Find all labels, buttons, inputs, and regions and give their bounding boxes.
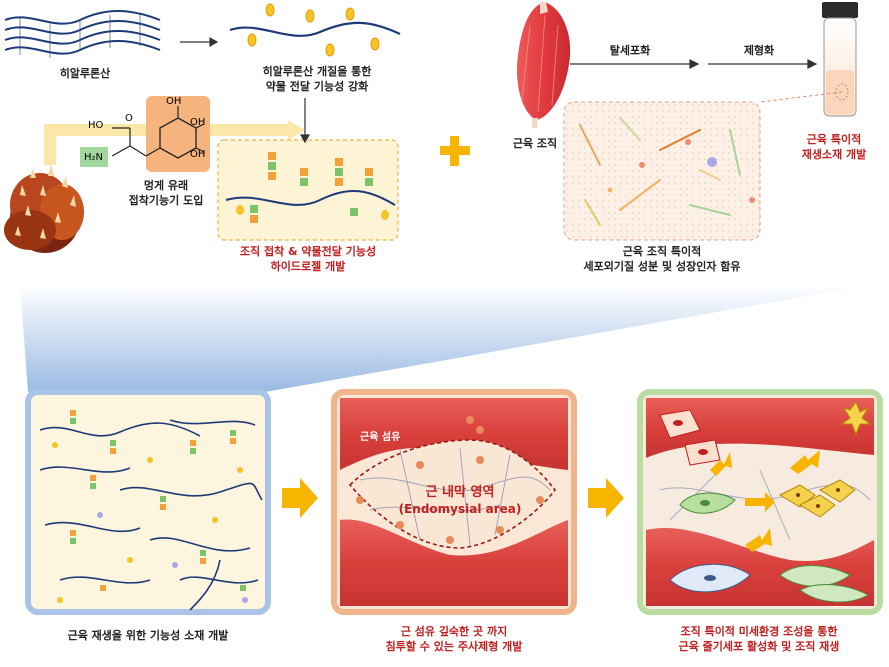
molecule-ho: HO [88, 120, 104, 131]
hydrogel-box [217, 139, 399, 241]
label-muscle-tissue: 근육 조직 [512, 137, 558, 150]
label-muscle-fiber: 근육 섬유 [360, 432, 401, 443]
caption-panel1: 근육 재생을 위한 기능성 소재 개발 [67, 629, 229, 642]
label-specific-line1: 근육 특이적 [806, 133, 862, 146]
label-specific-material: 근육 특이적 재생소재 개발 [784, 132, 884, 162]
label-hydrogel-line2: 하이드로젤 개발 [270, 260, 346, 273]
label-mussel-line2: 접착기능기 도입 [128, 194, 204, 207]
caption-panel3-line1: 조직 특이적 미세환경 조성을 통한 [680, 625, 838, 638]
molecule-oh2: OH [190, 117, 206, 128]
caption-panel3-line2: 근육 줄기세포 활성화 및 조직 재생 [678, 640, 840, 653]
arrow-icon [180, 36, 219, 48]
pendant-group-icon [70, 410, 246, 591]
arrow-icon [299, 98, 311, 144]
molecule-oh3: OH [190, 149, 206, 160]
label-endomysial-ko: 근 내막 영역 [425, 485, 495, 500]
molecule-oh1: OH [166, 96, 182, 107]
label-specific-line2: 재생소재 개발 [801, 148, 867, 161]
catechol-molecule-icon [80, 96, 210, 172]
caption-panel2-line2: 침투할 수 있는 주사제형 개발 [385, 640, 523, 653]
label-hydrogel: 조직 접착 & 약물전달 기능성 하이드로젤 개발 [208, 244, 408, 274]
label-hydrogel-line1: 조직 접착 & 약물전달 기능성 [239, 245, 377, 258]
caption-panel2-line1: 근 섬유 깊숙한 곳 까지 [400, 625, 508, 638]
label-ecm: 근육 조직 특이적 세포외기질 성분 및 성장인자 함유 [552, 244, 772, 274]
stem-cell-icon [669, 400, 872, 603]
caption-panel2: 근 섬유 깊숙한 곳 까지 침투할 수 있는 주사제형 개발 [318, 624, 590, 654]
vial-icon [822, 2, 858, 117]
label-endomysial-area: 근 내막 영역 (Endomysial area) [380, 484, 540, 518]
label-endomysial-en: (Endomysial area) [398, 502, 522, 516]
label-modified-ha-line2: 약물 전달 기능성 강화 [265, 80, 369, 93]
caption-panel3: 조직 특이적 미세환경 조성을 통한 근육 줄기세포 활성화 및 조직 재생 [630, 624, 888, 654]
satellite-cell-icon [659, 409, 721, 466]
hydrogel-network-icon [39, 419, 263, 611]
label-mussel: 멍게 유래 접착기능기 도입 [116, 178, 216, 208]
zoom-fan [20, 285, 870, 392]
matrix-fiber-icon [359, 447, 551, 546]
next-arrow-icon [282, 478, 318, 518]
ecm-fiber-icon [579, 117, 741, 226]
molecule-h2n: H₂N [84, 152, 104, 163]
pendant-group-icon [236, 152, 389, 223]
molecule-o: O [125, 113, 133, 124]
label-formulation: 제형화 [743, 44, 775, 57]
label-ecm-line1: 근육 조직 특이적 [622, 245, 702, 258]
label-ecm-line2: 세포외기질 성분 및 성장인자 함유 [583, 260, 741, 273]
growth-factor-icon [607, 139, 755, 203]
label-decellularization: 탈세포화 [609, 44, 651, 57]
drug-pendant-icon [247, 3, 380, 57]
hyaluronic-chain-icon [4, 10, 161, 55]
next-arrow-icon [588, 478, 624, 518]
activation-arrow-icon [710, 450, 820, 552]
label-modified-ha-line1: 히알루론산 개질을 통한 [262, 65, 372, 78]
sea-squirt-icon [4, 164, 84, 253]
muscle-icon [516, 2, 571, 128]
panel-hydrogel [25, 389, 271, 615]
label-modified-ha: 히알루론산 개질을 통한 약물 전달 기능성 강화 [222, 64, 412, 94]
plus-icon [440, 136, 470, 166]
label-mussel-line1: 멍게 유래 [143, 179, 189, 192]
modified-chain-icon [229, 21, 401, 37]
label-hyaluronic-acid: 히알루론산 [59, 67, 111, 80]
